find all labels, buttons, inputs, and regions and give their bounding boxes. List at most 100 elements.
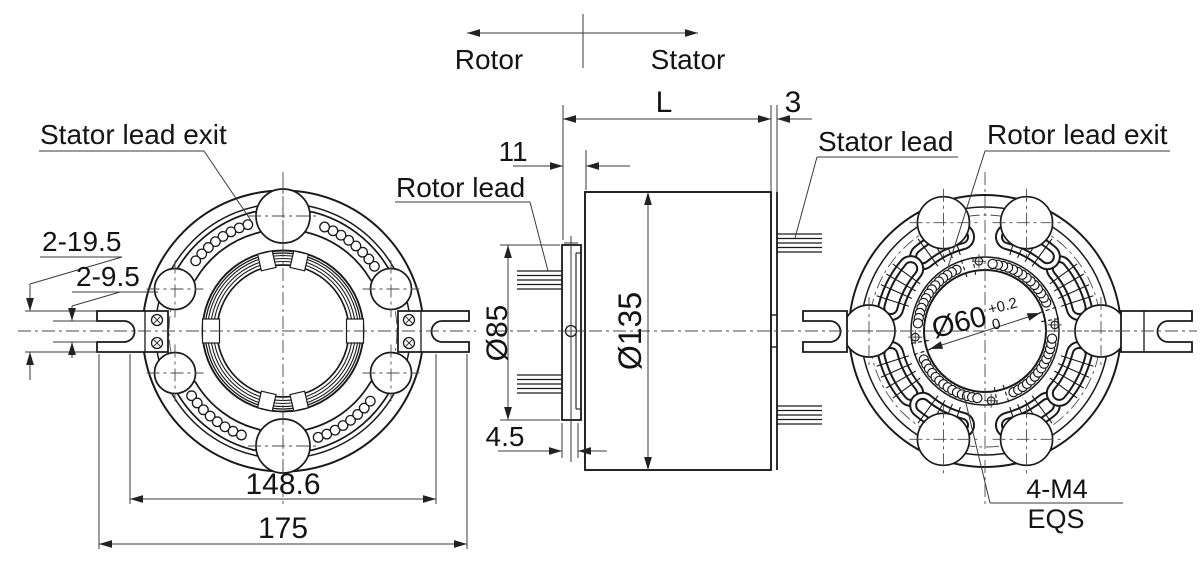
lead-bead	[972, 392, 983, 404]
lug-screws	[150, 313, 416, 350]
lead-bead	[987, 258, 998, 270]
front-view-features	[146, 181, 420, 481]
lead-bead	[350, 240, 362, 252]
callout-screws-line1: 4-M4	[1026, 474, 1088, 504]
rotor-view-features	[835, 188, 1135, 474]
lead-bead	[211, 416, 223, 428]
lead-bead	[235, 429, 247, 441]
label-rotor: Rotor	[455, 44, 523, 75]
arrowhead	[68, 308, 76, 321]
dimension-line	[529, 201, 549, 272]
dim-flange-thickness: 4.5	[486, 421, 525, 452]
arrowhead	[26, 298, 34, 311]
rotor-view	[802, 188, 1193, 474]
lead-bead	[202, 242, 214, 253]
lead-bead	[364, 395, 376, 407]
lead-bead	[368, 260, 380, 272]
dimension-line	[29, 256, 123, 285]
dim-flange-dia: Ø85	[481, 305, 514, 362]
lead-bead	[204, 410, 216, 422]
lead-wires	[517, 233, 822, 425]
arrowhead	[1026, 313, 1041, 321]
lead-bead	[352, 409, 364, 420]
lead-bead	[225, 226, 237, 238]
dim-flange-offset: 11	[498, 136, 527, 167]
dim-end-plate: 3	[785, 86, 802, 119]
arrowhead	[26, 352, 34, 365]
lead-bead	[196, 248, 208, 260]
arrowhead	[777, 115, 790, 123]
chain-plug	[910, 348, 932, 357]
rotor-left-lug	[802, 310, 848, 353]
dim-fork-outer: 2-19.5	[42, 226, 121, 257]
dim-bore: Ø60	[929, 301, 990, 345]
arrowhead	[644, 192, 652, 205]
brush-slot	[885, 348, 917, 399]
lead-bead	[358, 402, 370, 414]
lead-bead	[357, 246, 369, 258]
dimension-line	[947, 150, 986, 268]
arrowhead	[578, 447, 591, 455]
lead-bead	[209, 236, 221, 248]
lead-bead	[335, 229, 347, 241]
callout-screws-line2: EQS	[1027, 504, 1084, 534]
dim-span: 148.6	[245, 468, 320, 501]
arrowhead	[685, 29, 698, 37]
arrowhead	[99, 540, 112, 548]
dimension-line	[203, 150, 253, 223]
arrowhead	[644, 457, 652, 470]
brush-slot	[1053, 348, 1085, 399]
annotations: Stator lead exit 2-19.5 2-9.5 148.6 175 …	[40, 44, 1168, 545]
arrowhead	[550, 162, 563, 170]
rotor-right-lug	[1120, 310, 1193, 353]
arrowhead	[454, 540, 467, 548]
dim-fork-inner: 2-9.5	[76, 261, 140, 292]
lead-bead	[219, 421, 231, 433]
lead-bead	[197, 404, 209, 416]
chain-plug	[993, 387, 999, 409]
chain-plug	[959, 256, 968, 278]
bayonet-notch	[256, 250, 277, 272]
dim-body-dia: Ø135	[612, 292, 648, 370]
lead-bead	[363, 253, 375, 265]
dim-length: L	[656, 86, 673, 119]
chain-plug	[971, 253, 977, 275]
dim-bore-tol-lower: 0	[990, 315, 1002, 334]
brush-slot	[885, 263, 917, 314]
lead-bead	[217, 230, 229, 242]
dimension-line	[929, 312, 1041, 350]
chain-plug	[1041, 317, 1063, 323]
bayonet-notch	[256, 390, 277, 412]
label-stator: Stator	[651, 44, 726, 75]
lead-bead	[912, 318, 924, 329]
dim-overall: 175	[258, 512, 308, 545]
label-stator-lead: Stator lead	[818, 126, 953, 157]
arrowhead	[467, 29, 480, 37]
centerlines	[18, 172, 1197, 505]
arrowhead	[586, 162, 599, 170]
lead-bead	[191, 397, 203, 409]
arrowhead	[504, 245, 512, 258]
dimension-lines	[25, 14, 1170, 549]
mounting-lugs	[96, 310, 470, 353]
rotor-lead-chain	[907, 253, 1063, 409]
lead-bead	[190, 255, 202, 267]
lead-bead	[329, 424, 341, 436]
dim-bore-group: Ø60 +0.2 0	[929, 295, 1019, 346]
arrowhead	[929, 341, 944, 349]
rotor-mounting-lugs	[802, 310, 1193, 353]
dim-bore-tol-upper: +0.2	[986, 295, 1019, 319]
dimension-line	[962, 390, 991, 504]
dimension-line	[71, 291, 121, 307]
lead-bead	[337, 420, 349, 432]
label-rotor-lead-exit: Rotor lead exit	[987, 119, 1168, 150]
chain-plug	[1002, 384, 1011, 406]
right-lug	[397, 310, 470, 353]
arrowhead	[423, 495, 436, 503]
bayonet-notch	[289, 390, 310, 412]
bayonet-notch	[289, 250, 310, 272]
chain-plug	[1038, 305, 1060, 314]
lead-bead	[1046, 333, 1058, 344]
